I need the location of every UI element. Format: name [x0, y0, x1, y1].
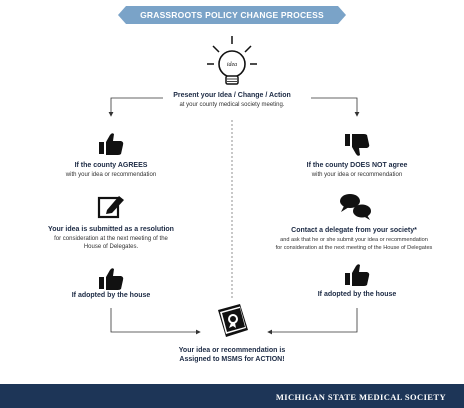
end-line2: Assigned to MSMS for ACTION!: [179, 355, 285, 363]
thumbs-up-icon-3: [345, 264, 370, 286]
resolution-block: Your idea is submitted as a resolution f…: [16, 226, 206, 252]
delegate-sub2: for consideration at the next meeting of…: [275, 245, 433, 251]
start-block: Present your Idea / Change / Action at y…: [140, 92, 324, 109]
resolution-sub2: House of Delegates.: [83, 244, 139, 250]
resolution-headline: Your idea is submitted as a resolution: [48, 226, 174, 233]
thumbs-down-icon: [345, 134, 370, 156]
right-adopted: If adopted by the house: [317, 291, 397, 298]
agree-block: If the county AGREES with your idea or r…: [30, 162, 192, 179]
footer-bar: MICHIGAN STATE MEDICAL SOCIETY: [0, 384, 464, 408]
delegate-headline: Contact a delegate from your society*: [291, 227, 417, 234]
disagree-block: If the county DOES NOT agree with your i…: [276, 162, 438, 179]
arrow-right-to-end: [267, 308, 358, 335]
edit-document-icon: [97, 196, 124, 219]
agree-sub: with your idea or recommendation: [65, 171, 157, 178]
start-headline: Present your Idea / Change / Action: [173, 92, 291, 99]
left-adopted: If adopted by the house: [71, 292, 151, 299]
right-adopted-block: If adopted by the house: [276, 291, 438, 300]
title-text: GRASSROOTS POLICY CHANGE PROCESS: [140, 10, 324, 20]
disagree-sub: with your idea or recommendation: [311, 171, 403, 178]
idea-label: idea: [227, 62, 237, 68]
arrow-left-to-end: [110, 308, 201, 335]
start-sub: at your county medical society meeting.: [179, 101, 285, 108]
resolution-sub1: for consideration at the next meeting of…: [54, 235, 168, 242]
title-banner: GRASSROOTS POLICY CHANGE PROCESS: [118, 6, 346, 24]
agree-headline: If the county AGREES: [74, 162, 148, 169]
end-block: Your idea or recommendation is Assigned …: [140, 347, 324, 364]
thumbs-up-icon: [99, 133, 124, 155]
book-seal-icon: [218, 304, 248, 337]
disagree-headline: If the county DOES NOT agree: [306, 162, 408, 169]
lightbulb-idea-icon: idea: [207, 36, 257, 85]
arrow-to-left-branch: [108, 97, 163, 117]
delegate-sub1: and ask that he or she submit your idea …: [280, 236, 428, 243]
left-adopted-block: If adopted by the house: [30, 292, 192, 301]
end-line1: Your idea or recommendation is: [178, 347, 286, 354]
arrow-to-right-branch: [311, 97, 360, 117]
chat-bubbles-icon: [340, 194, 371, 220]
delegate-block: Contact a delegate from your society* an…: [246, 227, 462, 253]
thumbs-up-icon-2: [99, 268, 124, 290]
footer-org-name: MICHIGAN STATE MEDICAL SOCIETY: [275, 392, 446, 402]
